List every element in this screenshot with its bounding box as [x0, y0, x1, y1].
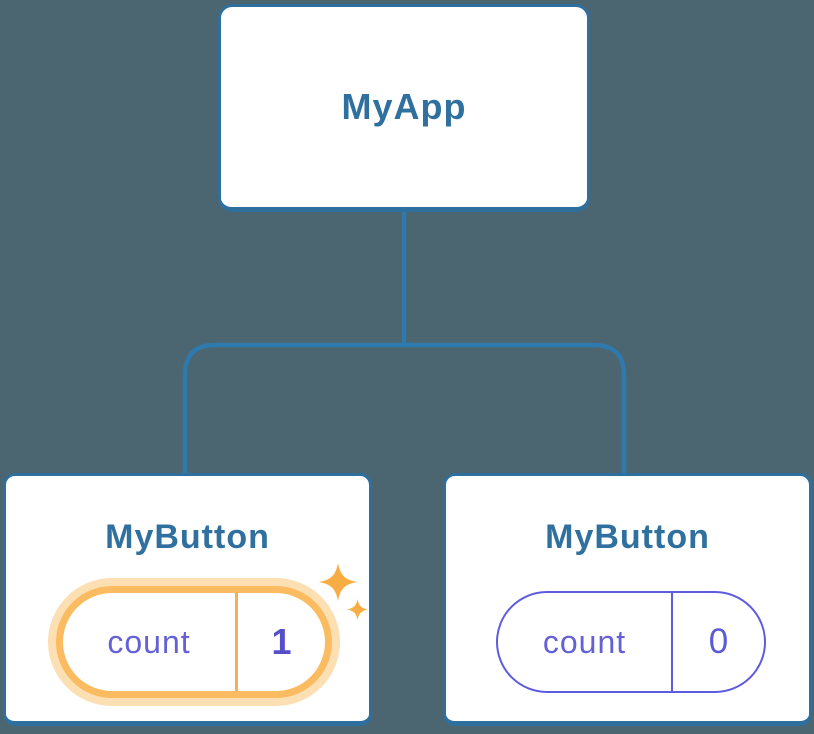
sparkle-icon — [319, 563, 357, 601]
state-pill-highlighted: count 1 — [56, 586, 332, 698]
node-title: MyButton — [105, 518, 270, 556]
tree-node-mybutton-left: MyButton count 1 — [3, 473, 372, 726]
state-name-label: count — [542, 623, 627, 660]
pill-divider — [671, 593, 673, 691]
tree-node-myapp: MyApp — [218, 4, 590, 212]
node-title: MyButton — [545, 518, 710, 556]
state-value-cell: 0 — [673, 593, 764, 691]
state-name-cell: count — [498, 593, 671, 691]
state-name-label: count — [107, 623, 191, 660]
state-value: 1 — [271, 621, 292, 662]
state-pill: count 0 — [496, 591, 766, 693]
tree-node-mybutton-right: MyButton count 0 — [443, 473, 812, 726]
state-value: 0 — [708, 622, 729, 661]
state-name-cell: count — [63, 593, 235, 691]
node-title: MyApp — [341, 86, 467, 127]
sparkle-icon — [347, 599, 368, 620]
state-value-cell: 1 — [238, 593, 325, 691]
connector-branch-bracket — [182, 342, 627, 473]
pill-divider — [235, 593, 238, 691]
